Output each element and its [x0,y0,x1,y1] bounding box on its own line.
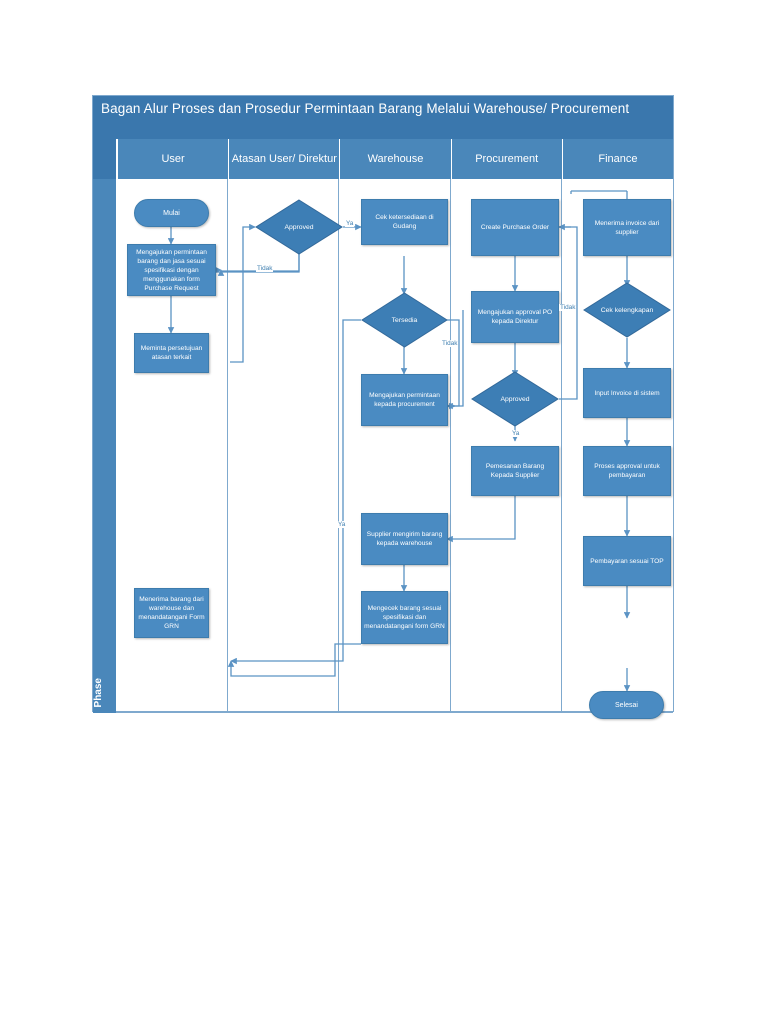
node-meminta-persetujuan[interactable]: Meminta persetujuan atasan terkait [134,333,209,373]
node-mengecek-barang[interactable]: Mengecek barang sesuai spesifikasi dan m… [361,591,448,644]
chart-title: Bagan Alur Proses dan Prosedur Permintaa… [93,96,673,139]
node-create-po[interactable]: Create Purchase Order [471,199,559,256]
node-supplier-mengirim[interactable]: Supplier mengirim barang kepada warehous… [361,513,448,565]
lane-header-atasan: Atasan User/ Direktur [228,139,340,179]
lane-header-procurement: Procurement [450,139,562,179]
lane-header-row: User Atasan User/ Direktur Warehouse Pro… [93,139,674,179]
edge-label-tidak-atasan: Tidak [256,265,274,272]
diamond-shape [471,371,559,427]
lane-header-warehouse: Warehouse [339,139,451,179]
lane-header-user: User [117,139,229,179]
diamond-shape [583,282,671,338]
node-cek-ketersediaan[interactable]: Cek ketersediaan di Gudang [361,199,448,245]
node-approved-procurement[interactable]: Approved [471,371,559,427]
node-pemesanan-barang[interactable]: Pemesanan Barang Kepada Supplier [471,446,559,496]
node-input-invoice[interactable]: Input Invoice di sistem [583,368,671,418]
edge-label-tidak-tersedia: Tidak [441,340,459,347]
node-label: Cek kelengkapan [600,306,654,314]
node-proses-approval[interactable]: Proses approval untuk pembayaran [583,446,671,496]
node-approved-atasan[interactable]: Approved [255,199,343,255]
swimlane-chart: Bagan Alur Proses dan Prosedur Permintaa… [92,95,674,719]
node-menerima-invoice[interactable]: Menerima invoice dari supplier [583,199,671,256]
node-cek-kelengkapan[interactable]: Cek kelengkapan [583,282,671,338]
node-label: Approved [284,223,314,231]
node-approval-po[interactable]: Mengajukan approval PO kepada Direktur [471,291,559,343]
node-mulai[interactable]: Mulai [134,199,209,227]
diamond-shape [361,292,448,348]
edge-label-ya-po: Ya [511,430,521,437]
edge-label-ya-tersedia: Ya [337,521,347,528]
lane-body-finance [561,179,673,711]
node-mengajukan-procurement[interactable]: Mengajukan permintaan kepada procurement [361,374,448,426]
node-label: Tersedia [391,316,418,324]
lane-header-finance: Finance [561,139,674,179]
lane-body-atasan [226,179,339,711]
node-tersedia[interactable]: Tersedia [361,292,448,348]
phase-header-cell [93,139,117,179]
node-menerima-barang[interactable]: Menerima barang dari warehouse dan menan… [134,588,209,638]
edge-label-tidak-po: Tidak [559,304,577,311]
node-selesai[interactable]: Selesai [589,691,664,719]
phase-strip: Phase [93,179,116,713]
diamond-shape [255,199,343,255]
edge-label-ya-atasan: Ya [345,220,355,227]
node-label: Approved [500,395,530,403]
node-mengajukan-permintaan[interactable]: Mengajukan permintaan barang dan jasa se… [127,244,216,296]
node-pembayaran-top[interactable]: Pembayaran sesuai TOP [583,536,671,586]
lane-body-procurement [449,179,562,711]
phase-label: Phase [93,677,104,707]
